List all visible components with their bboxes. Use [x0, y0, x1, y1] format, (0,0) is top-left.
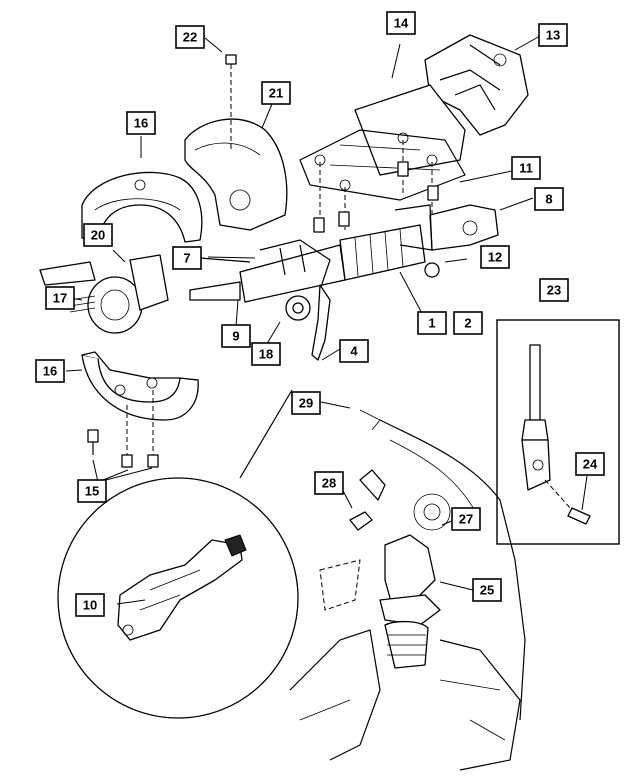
- callout-27: 27: [451, 507, 481, 531]
- svg-text:10: 10: [83, 598, 97, 613]
- svg-text:18: 18: [259, 347, 273, 362]
- clockspring-switch-part: [39, 254, 169, 334]
- callout-22: 22: [175, 25, 205, 49]
- svg-text:29: 29: [299, 396, 313, 411]
- intermediate-shaft-inset: [496, 319, 620, 545]
- svg-text:14: 14: [394, 16, 409, 31]
- svg-text:16: 16: [43, 364, 57, 379]
- callout-18: 18: [251, 342, 281, 366]
- callout-16-lower: 16: [35, 359, 65, 383]
- svg-text:11: 11: [519, 161, 533, 176]
- callout-16-upper: 16: [126, 111, 156, 135]
- callout-15: 15: [77, 479, 107, 503]
- tilt-shroud-part: [184, 118, 288, 231]
- steering-column-shaft: [189, 224, 426, 361]
- floor-pan-and-boot: [289, 409, 526, 771]
- callout-17: 17: [45, 286, 75, 310]
- svg-text:25: 25: [480, 583, 494, 598]
- callout-2: 2: [453, 311, 483, 335]
- callout-4: 4: [339, 339, 369, 363]
- svg-text:23: 23: [547, 283, 561, 298]
- svg-text:28: 28: [322, 476, 336, 491]
- lower-shroud-part: [81, 351, 199, 421]
- leader-lines: [63, 35, 588, 605]
- callout-28: 28: [314, 471, 344, 495]
- callout-9: 9: [221, 324, 251, 348]
- svg-text:27: 27: [459, 512, 473, 527]
- support-plate-part: [299, 84, 466, 230]
- svg-text:2: 2: [464, 316, 471, 331]
- svg-text:12: 12: [488, 250, 502, 265]
- callout-1: 1: [417, 311, 447, 335]
- svg-text:13: 13: [546, 28, 560, 43]
- callout-25: 25: [472, 578, 502, 602]
- svg-text:16: 16: [134, 116, 148, 131]
- svg-text:15: 15: [85, 484, 99, 499]
- fasteners: [87, 54, 439, 468]
- svg-text:20: 20: [91, 228, 105, 243]
- callout-14: 14: [386, 11, 416, 35]
- svg-text:9: 9: [232, 329, 239, 344]
- svg-text:7: 7: [183, 251, 190, 266]
- svg-text:17: 17: [53, 291, 67, 306]
- upper-shroud-part: [81, 171, 203, 243]
- callout-29: 29: [291, 391, 321, 415]
- callout-23: 23: [539, 278, 569, 302]
- callout-8: 8: [534, 187, 564, 211]
- lock-switch-detail-inset: [57, 389, 299, 719]
- svg-text:24: 24: [583, 457, 598, 472]
- universal-joint-part: [394, 204, 499, 278]
- svg-text:4: 4: [350, 344, 358, 359]
- callout-24: 24: [575, 452, 605, 476]
- svg-text:8: 8: [545, 192, 552, 207]
- callout-20: 20: [83, 223, 113, 247]
- svg-text:1: 1: [428, 316, 435, 331]
- callout-10: 10: [75, 593, 105, 617]
- svg-text:21: 21: [269, 86, 283, 101]
- callout-13: 13: [538, 23, 568, 47]
- callout-21: 21: [261, 81, 291, 105]
- callout-11: 11: [511, 156, 541, 180]
- callout-12: 12: [480, 245, 510, 269]
- callout-7: 7: [172, 246, 202, 270]
- svg-text:22: 22: [183, 30, 197, 45]
